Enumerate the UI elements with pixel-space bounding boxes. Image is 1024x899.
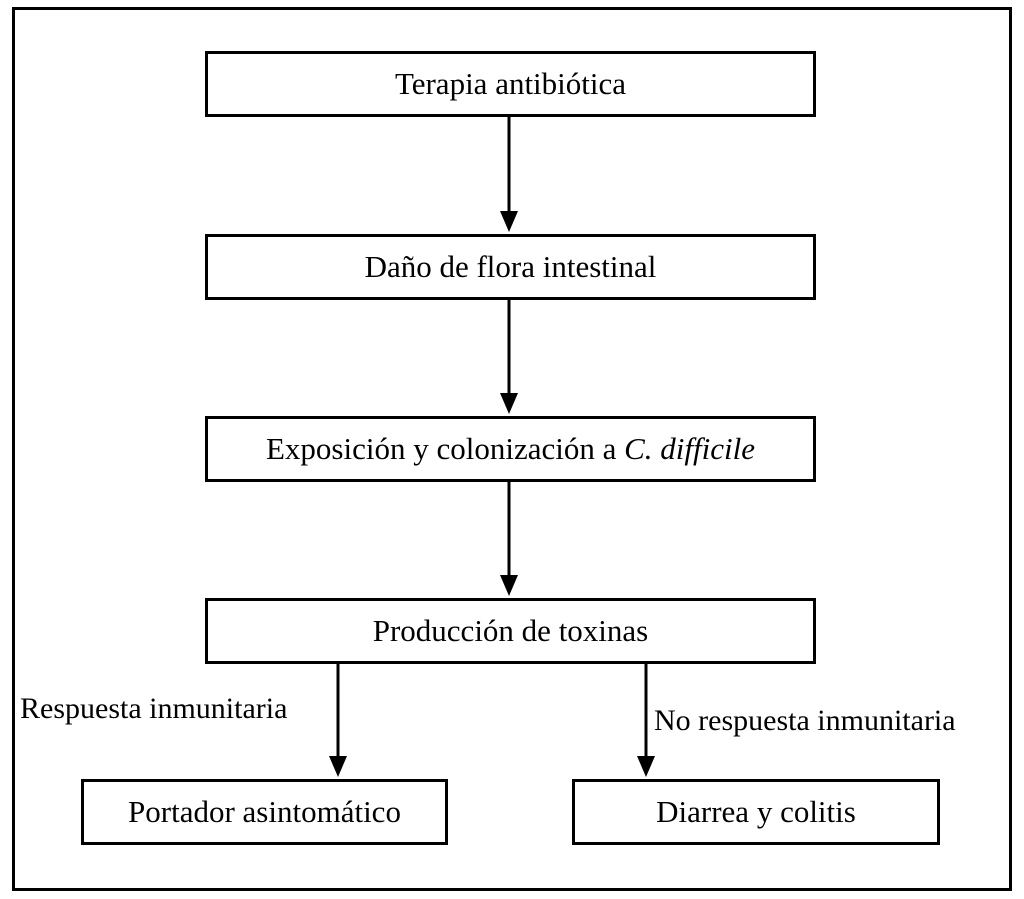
node-dano-flora: Daño de flora intestinal [205,234,816,300]
node-portador-asintomatico: Portador asintomático [81,779,448,845]
edge-label-no-respuesta: No respuesta inmunitaria [654,704,956,737]
node-diarrea-label: Diarrea y colitis [656,794,856,829]
node-terapia-label: Terapia antibiótica [394,66,627,101]
node-exposicion-organism: C. difficile [624,431,755,466]
node-produccion-label: Producción de toxinas [372,613,649,648]
node-produccion-toxinas: Producción de toxinas [205,598,816,664]
diagram-frame [12,7,1012,891]
node-exposicion-label: Exposición y colonización a C. difficile [266,431,755,467]
edge-label-respuesta: Respuesta inmunitaria [20,692,288,725]
node-terapia-antibiotica: Terapia antibiótica [205,51,816,117]
node-exposicion-prefix: Exposición y colonización a [266,431,625,466]
node-exposicion-colonizacion: Exposición y colonización a C. difficile [205,416,816,482]
node-portador-label: Portador asintomático [128,794,401,829]
node-diarrea-colitis: Diarrea y colitis [572,779,940,845]
node-dano-label: Daño de flora intestinal [364,249,657,284]
